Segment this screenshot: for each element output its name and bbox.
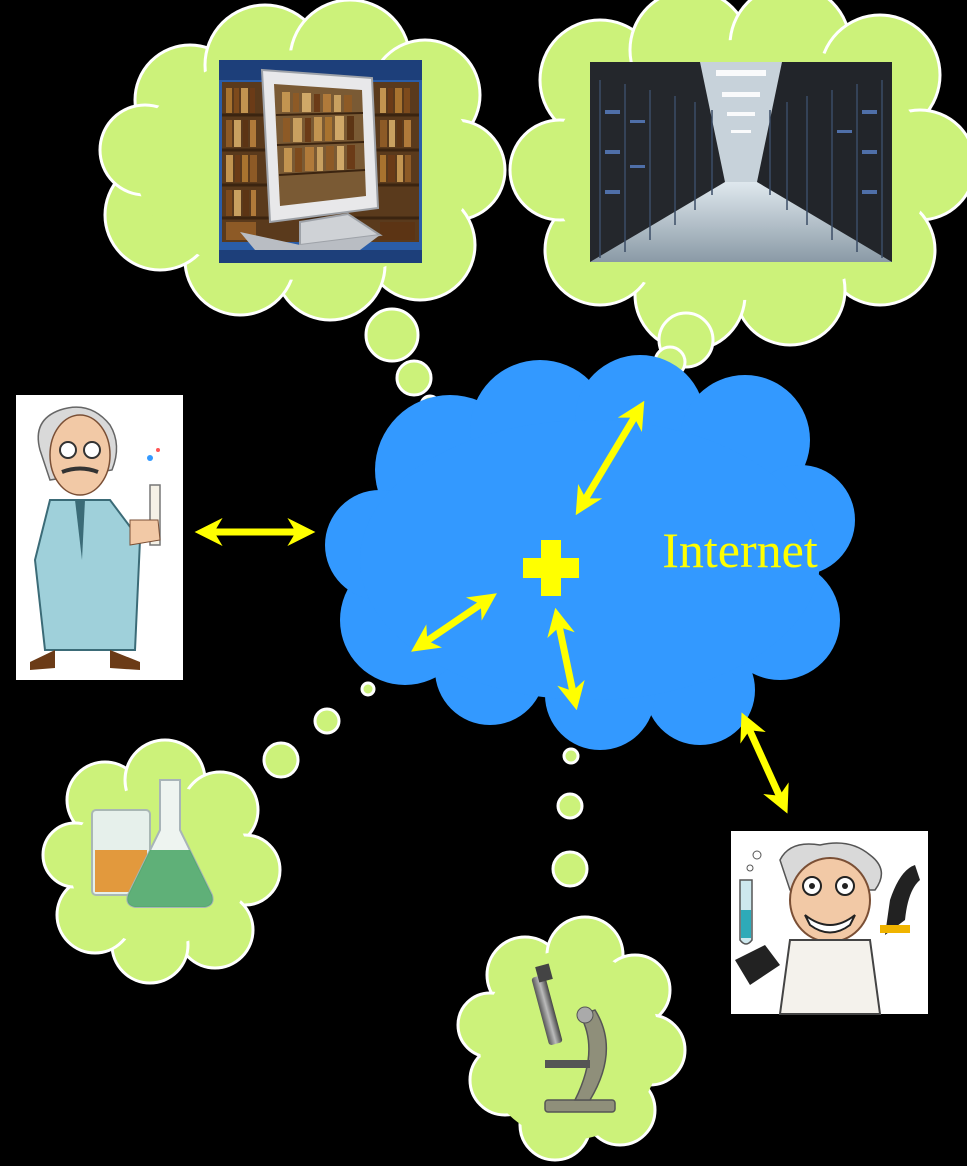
arrow-hub-to-data-center xyxy=(575,400,645,516)
digital-library-image xyxy=(219,60,422,263)
internet-label: Internet xyxy=(662,522,818,578)
server-racks-right xyxy=(769,80,883,258)
microscope-image xyxy=(531,963,616,1113)
scientist-left-image xyxy=(16,395,183,680)
thought-bubbles-microscope xyxy=(551,747,589,888)
connection-arrows xyxy=(194,400,789,814)
arrow-internet-to-scientist-right xyxy=(740,712,789,814)
thought-bubbles-glassware xyxy=(262,681,376,779)
data-center-image xyxy=(590,62,892,262)
arrow-hub-to-microscope xyxy=(547,607,585,711)
thought-cloud-microscope xyxy=(456,915,687,1162)
server-racks-left xyxy=(599,80,713,258)
computer-monitor xyxy=(240,68,383,256)
scientist-right-image xyxy=(731,831,928,1015)
internet-hub-cross-icon xyxy=(523,540,579,596)
arrow-hub-to-glassware xyxy=(411,593,497,652)
beaker-flask-image xyxy=(91,779,214,908)
books-pattern xyxy=(226,88,415,240)
